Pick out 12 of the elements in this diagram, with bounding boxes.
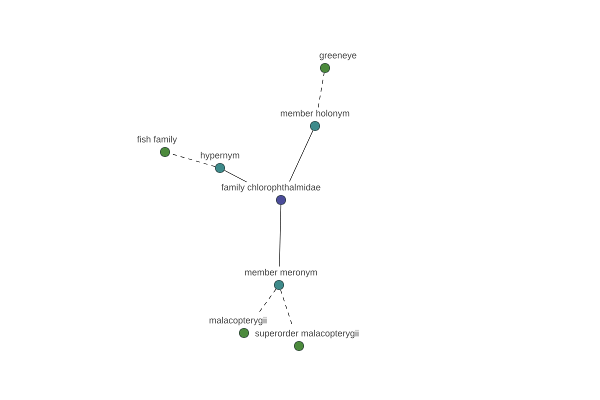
node-label: member meronym bbox=[245, 268, 317, 278]
node-label: malacopterygii bbox=[210, 316, 266, 326]
node-label: superorder malacopterygii bbox=[255, 330, 358, 338]
node-label: member holonym bbox=[280, 110, 350, 118]
connector bbox=[279, 204, 282, 267]
connector bbox=[318, 72, 324, 108]
node-label: greeneye bbox=[320, 54, 356, 60]
node-label: family chlorophthalmidae bbox=[221, 184, 320, 192]
node-label: hypernym bbox=[200, 152, 240, 160]
node-label: fish family bbox=[137, 136, 177, 144]
connector bbox=[289, 130, 314, 182]
connector bbox=[224, 170, 247, 182]
